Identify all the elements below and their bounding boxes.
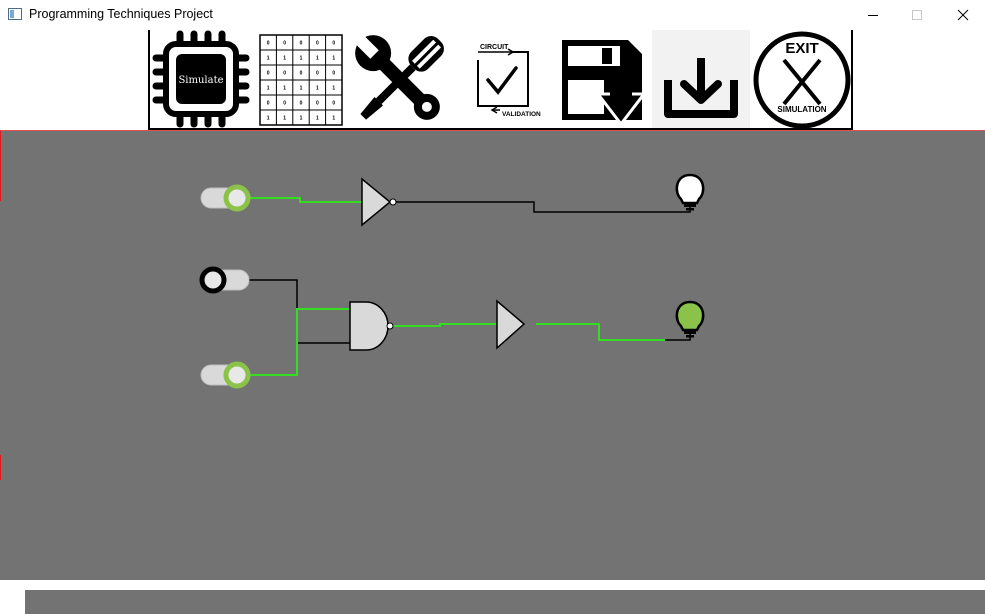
wire[interactable] — [393, 323, 497, 327]
truth-table-cell: 0 — [316, 41, 319, 47]
wire[interactable] — [396, 201, 691, 213]
wire[interactable] — [249, 308, 350, 376]
canvas-top-border — [0, 130, 985, 131]
maximize-button[interactable] — [894, 0, 940, 30]
circuit-label: CIRCUIT — [480, 44, 509, 51]
switch-on[interactable] — [200, 361, 251, 389]
wire[interactable] — [536, 323, 665, 341]
edge-marker — [0, 131, 1, 201]
truth-table-cell: 0 — [316, 71, 319, 77]
circuit-validation-button[interactable]: CIRCUIT VALIDATION — [468, 30, 548, 128]
led-on[interactable] — [675, 300, 705, 338]
truth-table-cell: 0 — [332, 71, 335, 77]
truth-table-cell: 1 — [300, 116, 303, 122]
truth-table-cell: 1 — [300, 56, 303, 62]
wrench-screwdriver-icon — [354, 34, 444, 120]
wire[interactable] — [249, 279, 350, 344]
simulate-label: Simulate — [178, 75, 223, 86]
truth-table-cell: 1 — [332, 56, 335, 62]
truth-table-cell: 0 — [332, 101, 335, 107]
exit-label: EXIT — [785, 40, 818, 57]
truth-table-cell: 1 — [267, 86, 270, 92]
truth-table-cell: 0 — [300, 71, 303, 77]
not-gate[interactable] — [361, 177, 397, 227]
led-off[interactable] — [675, 173, 705, 211]
truth-table-button[interactable]: 0 0 0 0 0 1 1 1 1 1 0 0 0 0 0 1 1 1 1 1 0 0 0 0 0 1 1 1 1 1 — [258, 30, 344, 128]
edge-marker — [0, 455, 1, 480]
minimize-icon — [868, 15, 878, 16]
title-bar: Programming Techniques Project — [0, 0, 985, 30]
truth-table-cell: 1 — [267, 56, 270, 62]
truth-table-cell: 1 — [332, 86, 335, 92]
truth-table-cell: 0 — [316, 101, 319, 107]
truth-table-cell: 0 — [267, 41, 270, 47]
truth-table-cell: 1 — [300, 86, 303, 92]
simulation-label: SIMULATION — [777, 105, 826, 114]
truth-table-cell: 1 — [283, 56, 286, 62]
truth-table-cell: 0 — [283, 101, 286, 107]
switch-off[interactable] — [199, 266, 250, 294]
nand-gate[interactable] — [349, 301, 394, 351]
app-icon — [8, 8, 22, 20]
truth-table-cell: 0 — [332, 41, 335, 47]
buffer-gate[interactable] — [496, 299, 526, 350]
exit-simulation-button[interactable]: EXIT SIMULATION — [752, 30, 852, 129]
close-icon — [957, 9, 969, 21]
truth-table-cell: 1 — [316, 116, 319, 122]
circuit-validation-icon: CIRCUIT VALIDATION — [477, 44, 541, 118]
truth-table-cell: 1 — [316, 86, 319, 92]
truth-table-icon: 0 0 0 0 0 1 1 1 1 1 0 0 0 0 0 1 1 1 1 1 0 0 0 0 0 1 1 1 1 1 — [259, 34, 343, 126]
minimize-button[interactable] — [850, 0, 896, 30]
truth-table-cell: 1 — [283, 86, 286, 92]
truth-table-cell: 0 — [300, 101, 303, 107]
truth-table-cell: 1 — [283, 116, 286, 122]
truth-table-cell: 1 — [267, 116, 270, 122]
save-button[interactable] — [558, 30, 648, 128]
status-bar — [25, 590, 985, 614]
chip-icon: Simulate — [152, 30, 250, 128]
simulate-button[interactable]: Simulate — [150, 30, 250, 128]
truth-table-cell: 0 — [283, 71, 286, 77]
validation-label: VALIDATION — [502, 111, 541, 118]
wire[interactable] — [249, 197, 362, 203]
close-button[interactable] — [940, 0, 985, 30]
floppy-disk-icon — [562, 40, 648, 127]
drawing-canvas[interactable] — [0, 131, 985, 580]
truth-table-cell: 0 — [283, 41, 286, 47]
toolbar: Simulate 0 0 0 0 0 1 1 1 1 1 0 0 0 0 0 1 1 1 1 1 0 0 0 0 0 1 1 1 1 1 — [148, 30, 853, 131]
maximize-icon — [912, 10, 922, 20]
tools-button[interactable] — [350, 30, 452, 128]
truth-table-cell: 1 — [332, 116, 335, 122]
exit-icon: EXIT SIMULATION — [753, 31, 851, 129]
switch-on[interactable] — [200, 184, 251, 212]
truth-table-cell: 0 — [300, 41, 303, 47]
truth-table-cell: 0 — [267, 71, 270, 77]
circuit-diagram — [199, 173, 705, 389]
download-icon — [664, 58, 738, 118]
truth-table-cell: 1 — [316, 56, 319, 62]
window-title: Programming Techniques Project — [29, 7, 213, 21]
load-button[interactable] — [652, 30, 750, 128]
truth-table-cell: 0 — [267, 101, 270, 107]
